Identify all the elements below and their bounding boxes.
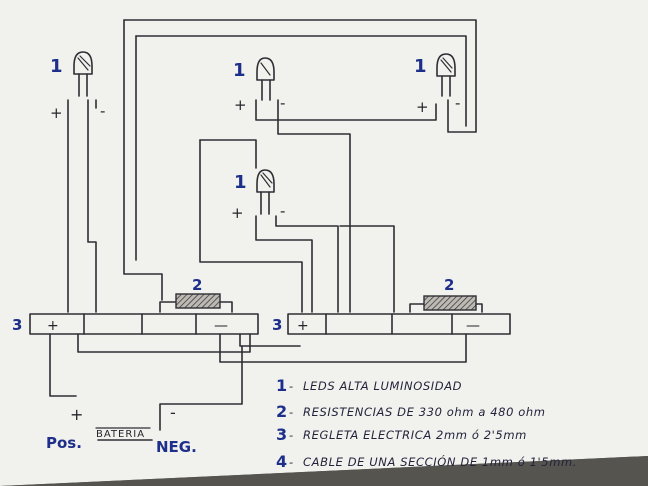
legend-item-dash: - — [289, 405, 294, 419]
resistor-left: 2 — [159, 276, 233, 313]
resistor-body — [175, 293, 221, 309]
resistor-right: 2 — [409, 276, 483, 313]
legend-item-dash: - — [289, 428, 294, 442]
legend-item-number: 4 — [276, 452, 287, 471]
resistor-body — [423, 295, 477, 311]
led-number-label: 1 — [233, 60, 246, 81]
wires — [49, 19, 477, 441]
led-number-label: 1 — [50, 56, 63, 77]
plus-sign-label: + — [231, 204, 244, 222]
legend-item-dash: - — [289, 455, 294, 469]
led-top-right: 1 + - — [414, 53, 460, 116]
led-top-center: 1 + - — [233, 57, 285, 114]
terminal-number-label: 3 — [272, 316, 282, 334]
legend-item-text: CABLE DE UNA SECCIÓN DE 1mm ó 1'5mm. — [303, 454, 577, 469]
table-background — [0, 456, 648, 486]
led-top-left: 1 + - — [50, 51, 105, 122]
led-middle: 1 + - — [231, 169, 285, 222]
legend-item-text: LEDS ALTA LUMINOSIDAD — [303, 379, 462, 393]
terminal-block-right: + — 3 — [272, 313, 511, 335]
led-number-label: 1 — [234, 172, 247, 193]
battery: + - BATERIA Pos. NEG. — [46, 403, 197, 456]
legend-item-text: REGLETA ELECTRICA 2mm ó 2'5mm — [303, 428, 527, 442]
terminal-minus-label: — — [466, 318, 480, 334]
legend-item-number: 2 — [276, 402, 287, 421]
minus-sign-label: - — [280, 202, 285, 220]
terminal-number-label: 3 — [12, 316, 22, 334]
plus-sign-label: + — [50, 104, 63, 122]
terminal-block-left: + — 3 — [12, 313, 259, 335]
plus-sign-label: + — [416, 98, 429, 116]
battery-pos-label: Pos. — [46, 434, 82, 452]
terminal-plus-label: + — [47, 318, 59, 334]
plus-sign-label: + — [234, 96, 247, 114]
resistor-number-label: 2 — [444, 276, 454, 294]
legend: 1 - LEDS ALTA LUMINOSIDAD 2 - RESISTENCI… — [276, 376, 577, 471]
legend-item: 3 - REGLETA ELECTRICA 2mm ó 2'5mm — [276, 425, 527, 444]
legend-item-number: 1 — [276, 376, 287, 395]
legend-item-dash: - — [289, 379, 294, 393]
minus-sign-label: - — [280, 94, 285, 112]
terminal-plus-label: + — [297, 318, 309, 334]
led-number-label: 1 — [414, 56, 427, 77]
legend-item: 1 - LEDS ALTA LUMINOSIDAD — [276, 376, 462, 395]
legend-item-text: RESISTENCIAS DE 330 ohm a 480 ohm — [303, 405, 546, 419]
legend-item: 2 - RESISTENCIAS DE 330 ohm a 480 ohm — [276, 402, 546, 421]
legend-item: 4 - CABLE DE UNA SECCIÓN DE 1mm ó 1'5mm. — [276, 452, 577, 471]
battery-neg-label: NEG. — [156, 438, 197, 456]
minus-sign-label: - — [100, 102, 105, 120]
resistor-number-label: 2 — [192, 276, 202, 294]
battery-minus-sign: - — [170, 403, 176, 422]
minus-sign-label: - — [455, 94, 460, 112]
battery-plus-sign: + — [70, 405, 83, 424]
legend-item-number: 3 — [276, 425, 287, 444]
battery-label: BATERIA — [96, 429, 145, 440]
terminal-minus-label: — — [214, 318, 228, 334]
